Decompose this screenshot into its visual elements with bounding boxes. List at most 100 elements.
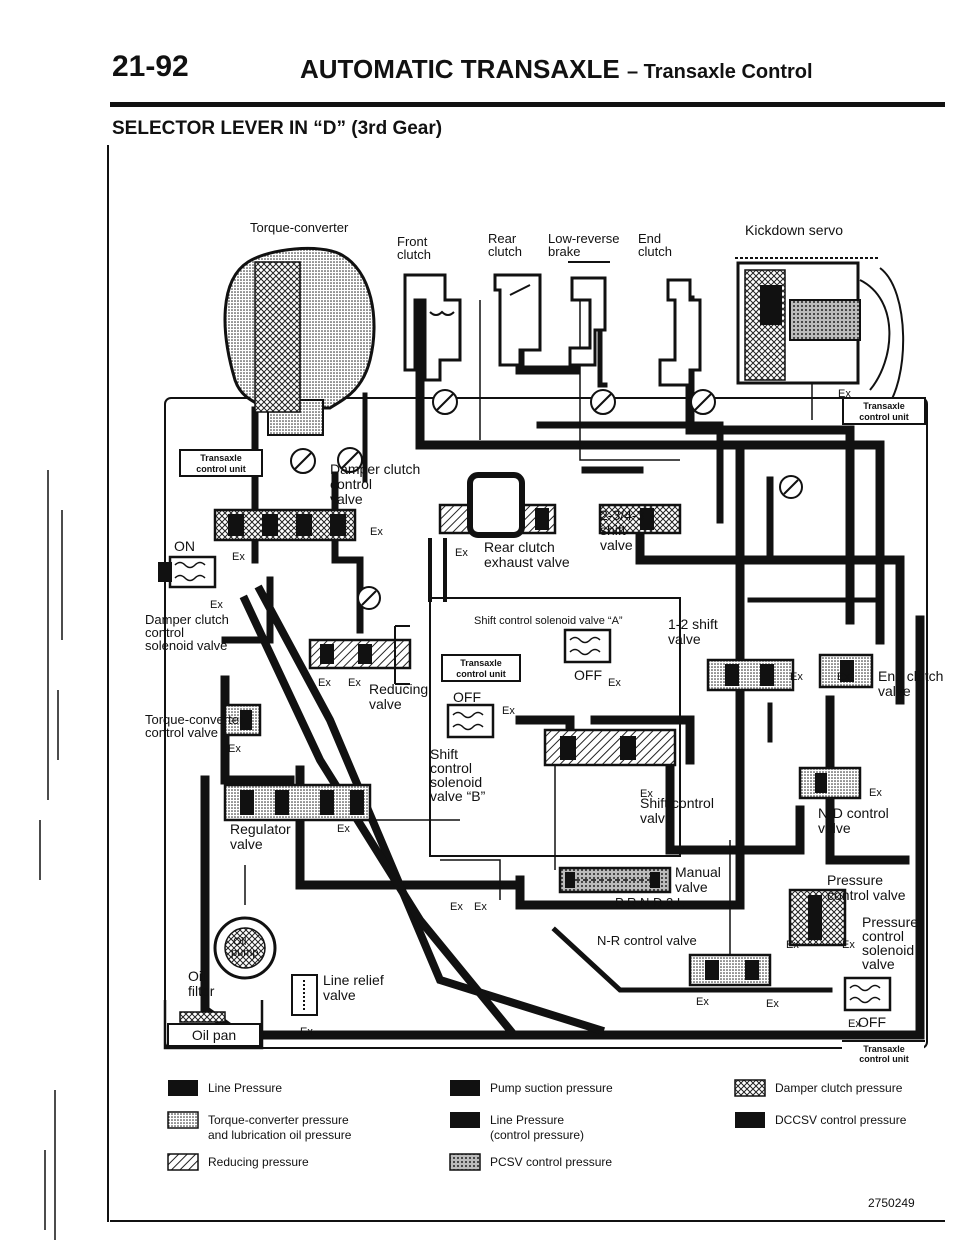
label-damper-clutch-solenoid: Damper clutch: [145, 612, 229, 627]
svg-text:valve: valve: [640, 810, 673, 826]
svg-text:control: control: [330, 476, 372, 492]
reducing-valve: [308, 625, 412, 685]
label-ex: Ex: [502, 705, 515, 717]
svg-text:control: control: [430, 760, 472, 776]
svg-text:valve: valve: [330, 491, 363, 507]
label-off-pcsv: OFF: [858, 1014, 886, 1030]
damper-clutch-control-valve: [213, 508, 357, 542]
shift-valve-234: [438, 472, 682, 538]
svg-text:filter: filter: [188, 983, 215, 999]
label-oil-filter: Oil: [188, 968, 205, 984]
label-ex: Ex: [842, 939, 855, 951]
label-torque-converter-control-valve: Torque-converter: [145, 712, 244, 727]
label-oil-pump: Oil: [233, 936, 246, 948]
kickdown-servo: [735, 257, 905, 411]
transaxle-control-unit-left: Transaxle control unit: [179, 449, 263, 477]
label-prnd2l: P R N D 2 L: [615, 895, 684, 910]
svg-text:clutch: clutch: [397, 247, 431, 262]
label-ex: Ex: [838, 388, 851, 400]
label-pressure-control-solenoid-valve: Pressure: [862, 914, 918, 930]
label-end-clutch: End: [638, 231, 661, 246]
diagram-labels: Torque-converter Front clutch Rear clutc…: [145, 220, 943, 1047]
label-damper-clutch-control-valve: Damper clutch: [330, 461, 420, 477]
svg-text:valve “B”: valve “B”: [430, 788, 486, 804]
label-ex: Ex: [450, 901, 463, 913]
label-rear-clutch-exhaust-valve: Rear clutch: [484, 539, 555, 555]
torque-converter: [223, 246, 376, 474]
label-low-reverse-brake: Low-reverse: [548, 231, 620, 246]
legend-item: Damper clutch pressure: [734, 1079, 903, 1097]
svg-text:control valve: control valve: [827, 887, 906, 903]
label-ex: Ex: [228, 743, 241, 755]
label-ex: Ex: [786, 939, 799, 951]
svg-text:brake: brake: [548, 244, 581, 259]
label-ex: Ex: [837, 671, 850, 683]
svg-text:PCSV control pressure: PCSV control pressure: [490, 1155, 612, 1169]
page-number: 21-92: [112, 50, 189, 83]
label-ex: Ex: [474, 901, 487, 913]
label-line-relief-valve: Line relief: [323, 972, 384, 988]
shift-control-solenoid-valve-a: [563, 628, 612, 664]
label-end-clutch-valve: End clutch: [878, 668, 943, 684]
end-clutch-valve: [818, 653, 874, 689]
transaxle-control-unit-center: Transaxle control unit: [441, 654, 521, 682]
section-title: SELECTOR LEVER IN “D” (3rd Gear): [112, 118, 443, 139]
svg-text:and lubrication oil pressure: and lubrication oil pressure: [208, 1128, 352, 1142]
svg-text:control unit: control unit: [456, 669, 506, 679]
shift-valve-12: [706, 658, 795, 692]
manual-valve: [558, 866, 672, 894]
svg-text:Reducing pressure: Reducing pressure: [208, 1155, 309, 1169]
svg-text:control: control: [145, 625, 184, 640]
svg-text:solenoid: solenoid: [430, 774, 482, 790]
svg-text:Transaxle: Transaxle: [200, 453, 242, 463]
pressure-control-solenoid-valve: [843, 976, 892, 1012]
label-shift-valve-12: 1-2 shift: [668, 616, 718, 632]
label-off-b: OFF: [453, 689, 481, 705]
legend-item: Torque-converter pressure and lubricatio…: [167, 1111, 352, 1142]
label-kickdown-servo: Kickdown servo: [745, 222, 843, 238]
svg-text:valve: valve: [818, 820, 851, 836]
label-ex: Ex: [348, 677, 361, 689]
svg-text:control: control: [862, 928, 904, 944]
label-ex: Ex: [232, 551, 245, 563]
transaxle-control-unit-bottom-right: Transaxle control unit: [842, 1040, 925, 1064]
label-front-clutch: Front: [397, 234, 428, 249]
svg-text:shift: shift: [600, 522, 626, 538]
label-nd-control-valve: N-D control: [818, 805, 889, 821]
legend-item: Reducing pressure: [167, 1153, 309, 1171]
label-ex: Ex: [318, 677, 331, 689]
svg-text:solenoid valve: solenoid valve: [145, 638, 227, 653]
label-shift-control-valve: Shift control: [640, 795, 714, 811]
label-manual-valve: Manual: [675, 864, 721, 880]
rear-clutch: [493, 273, 542, 367]
label-nr-control-valve: N-R control valve: [597, 933, 697, 948]
front-clutch: [403, 273, 462, 415]
label-shift-solenoid-a: Shift control solenoid valve “A”: [474, 615, 623, 627]
svg-text:valve: valve: [230, 836, 263, 852]
svg-text:valve: valve: [323, 987, 356, 1003]
legend-item: DCCSV control pressure: [735, 1112, 907, 1128]
label-regulator-valve: Regulator: [230, 821, 291, 837]
label-rear-clutch: Rear: [488, 231, 517, 246]
svg-text:control valve: control valve: [145, 725, 218, 740]
page-title-main: AUTOMATIC TRANSAXLE: [300, 54, 620, 84]
label-ex: Ex: [300, 1026, 313, 1038]
page-title: AUTOMATIC TRANSAXLE – Transaxle Control: [300, 54, 813, 85]
legend-item: PCSV control pressure: [449, 1153, 612, 1171]
pressure-control-valve: [788, 888, 847, 947]
label-ex: Ex: [869, 787, 882, 799]
svg-text:Line Pressure: Line Pressure: [208, 1081, 282, 1095]
label-torque-converter: Torque-converter: [250, 220, 349, 235]
label-ex: Ex: [790, 671, 803, 683]
label-ex: Ex: [766, 998, 779, 1010]
label-shift-valve-234: 2-3/4-3: [600, 507, 645, 523]
svg-text:Transaxle: Transaxle: [863, 1044, 905, 1054]
svg-text:Transaxle: Transaxle: [460, 658, 502, 668]
svg-text:pump: pump: [231, 947, 259, 959]
svg-text:control unit: control unit: [859, 412, 909, 422]
page-title-subtitle: – Transaxle Control: [626, 61, 813, 83]
label-on: ON: [174, 538, 195, 554]
torque-converter-control-valve: [223, 703, 262, 737]
svg-text:clutch: clutch: [638, 244, 672, 259]
regulator-valve: [223, 783, 372, 822]
